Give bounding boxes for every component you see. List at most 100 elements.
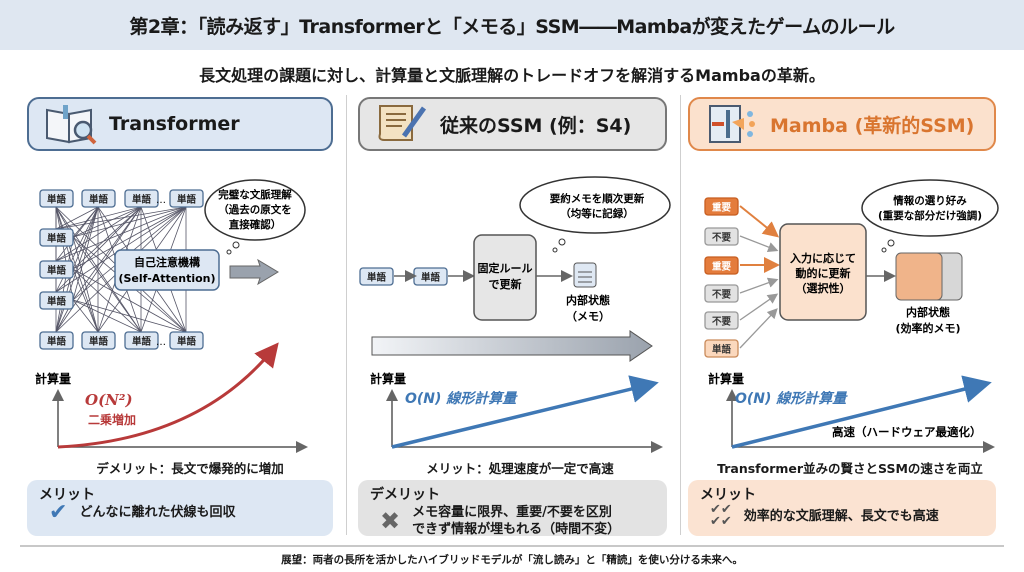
y-axis-label: 計算量 <box>35 371 71 386</box>
quadratic-curve <box>57 342 279 449</box>
mamba-header: Mamba (革新的SSM) <box>688 97 996 151</box>
box-text: できず情報が埋もれる（時間不変） <box>412 522 621 537</box>
token-label: 単語 <box>47 336 67 348</box>
token-box: 不要 <box>704 311 739 330</box>
transformer-caption: デメリット：長文で爆発的に増加 <box>96 461 284 476</box>
token-rect <box>704 256 739 275</box>
token-label: 単語 <box>47 265 67 277</box>
check-icon: ✔ <box>49 500 68 525</box>
speed-note: 高速（ハードウェア最適化） <box>832 425 982 439</box>
input-arrow <box>739 235 779 253</box>
token-box: 単語 <box>39 291 74 310</box>
token-box: 単語 <box>124 331 159 350</box>
token-label: 単語 <box>47 296 67 308</box>
token-box: 単語 <box>124 189 159 208</box>
token-label: 不要 <box>712 233 732 244</box>
token-rect <box>81 331 116 350</box>
token-rect <box>359 267 394 286</box>
book-magnifier-icon <box>46 105 97 145</box>
ssm-tokens: 単語 単語 <box>359 267 448 286</box>
token-box: 単語 <box>413 267 448 286</box>
token-label: 単語 <box>367 272 387 284</box>
footer-divider <box>20 545 1004 547</box>
cloud-text: 情報の選り好み <box>893 194 967 207</box>
box-title: デメリット <box>370 487 440 503</box>
y-axis-label: 計算量 <box>708 371 744 386</box>
selective-label: （選択性） <box>796 281 851 295</box>
token-rect <box>124 331 159 350</box>
footer-outlook: 展望：両者の長所を活かしたハイブリッドモデルが「流し読み」と「精読」を使い分ける… <box>281 554 743 566</box>
state-label: （メモ） <box>566 310 610 323</box>
ssm-header: 従来のSSM (例：S4) <box>358 97 667 151</box>
double-check-icon: ✔✔✔✔ <box>710 502 732 529</box>
token-rect <box>704 197 739 216</box>
token-rect <box>704 311 739 330</box>
box-title: メリット <box>700 487 756 503</box>
fixed-rule-label: 固定ルール <box>478 261 533 275</box>
linear-line <box>731 375 992 449</box>
transformer-merit-box: メリット ✔ どんなに離れた伏線も回収 <box>27 480 333 536</box>
selective-update-box <box>779 223 867 321</box>
attention-link <box>72 299 142 333</box>
ssm-caption: メリット：処理速度が一定で高速 <box>426 461 614 476</box>
thought-cloud <box>519 176 671 234</box>
complexity-label: O(N²) <box>85 391 133 409</box>
attention-link <box>72 299 187 333</box>
token-label: 単語 <box>177 194 197 206</box>
arrow-right-icon <box>229 258 279 286</box>
complexity-label: O(N) 線形計算量 <box>735 390 848 407</box>
attention-link <box>72 206 142 238</box>
token-rect <box>704 284 739 303</box>
attention-link <box>72 268 99 333</box>
token-label: 重要 <box>712 261 732 273</box>
selective-label: 入力に応じて <box>790 251 856 265</box>
attention-link <box>72 268 142 333</box>
column-divider <box>680 95 681 535</box>
transformer-header: Transformer <box>27 97 333 151</box>
ellipsis: … <box>156 195 166 206</box>
token-label: 単語 <box>132 194 152 206</box>
cloud-text: 直接確認） <box>229 218 282 231</box>
mamba-merit-box: メリット ✔✔✔✔効率的な文脈理解、長文でも高速 <box>688 480 996 536</box>
token-label: 単語 <box>132 336 152 348</box>
ssm-demerit-box: デメリット ✖メモ容量に限界、重要/不要を区別できず情報が埋もれる（時間不変） <box>358 480 667 537</box>
token-rect <box>169 331 204 350</box>
state-memory-block <box>895 252 943 301</box>
token-label: 単語 <box>421 272 441 284</box>
attention-link <box>55 206 99 333</box>
attention-link <box>72 206 142 301</box>
box-title: メリット <box>39 487 95 503</box>
token-label: 単語 <box>47 233 67 245</box>
attention-link <box>72 268 187 333</box>
selective-label: 動的に更新 <box>796 266 851 280</box>
attention-link <box>72 299 99 333</box>
attention-link <box>55 236 74 333</box>
ellipsis: … <box>156 337 166 348</box>
state-label: (効率的メモ) <box>895 321 960 335</box>
ssm-header-label: 従来のSSM (例：S4) <box>440 114 632 137</box>
token-label: 単語 <box>89 336 109 348</box>
token-label: 単語 <box>47 194 67 206</box>
attention-link <box>55 206 99 230</box>
thought-cloud <box>861 179 999 237</box>
token-rect <box>124 189 159 208</box>
box-text: どんなに離れた伏線も回収 <box>79 505 236 520</box>
token-rect <box>39 260 74 279</box>
y-axis-label: 計算量 <box>370 371 406 386</box>
sequence-arrow <box>371 330 653 362</box>
token-label: 不要 <box>712 317 732 328</box>
thought-cloud <box>204 179 306 241</box>
complexity-label: O(N) 線形計算量 <box>405 390 518 407</box>
complexity-note: 二乗増加 <box>88 412 136 427</box>
column-divider <box>346 95 347 535</box>
input-arrow <box>739 277 779 294</box>
token-box: 重要 <box>704 197 739 216</box>
attention-link <box>55 206 142 333</box>
box-text: メモ容量に限界、重要/不要を区別 <box>412 505 612 520</box>
token-rect <box>39 331 74 350</box>
linear-line <box>391 375 659 449</box>
token-box: 単語 <box>39 189 74 208</box>
scroll-pen-icon <box>378 105 427 141</box>
token-label: 単語 <box>89 194 109 206</box>
self-attention-label-en: (Self-Attention) <box>118 272 215 285</box>
